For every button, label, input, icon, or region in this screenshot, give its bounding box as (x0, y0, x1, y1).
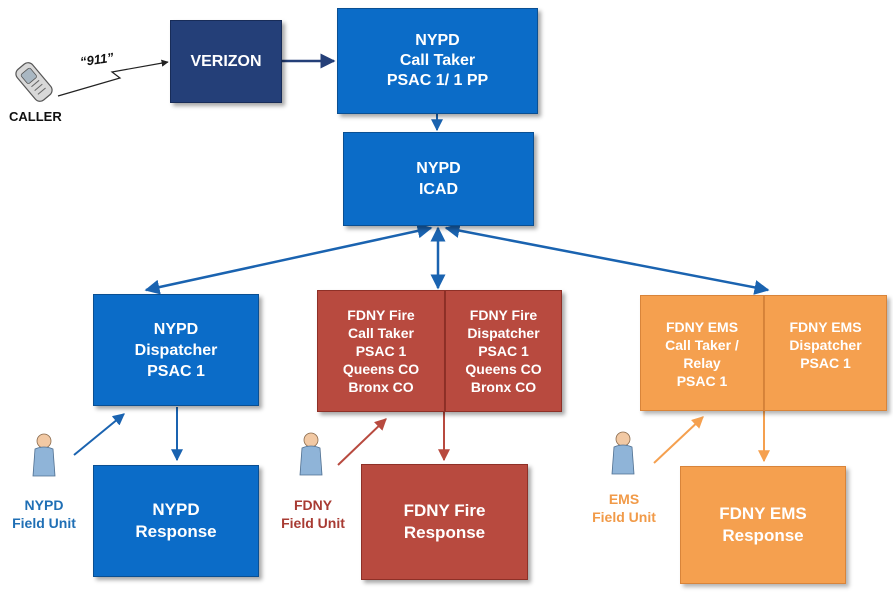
fdny-fire-call-taker-box: FDNY Fire Call Taker PSAC 1 Queens CO Br… (317, 290, 445, 412)
nypd-field-unit-connector (73, 413, 125, 456)
fdny-field-unit-label: FDNY Field Unit (281, 497, 345, 531)
caller-to-verizon-connector (57, 59, 169, 97)
fdny-field-unit-connector (337, 418, 387, 466)
fdny-ems-dispatcher-box: FDNY EMS Dispatcher PSAC 1 (764, 295, 887, 411)
fdny-ems-response-box: FDNY EMS Response (680, 466, 846, 584)
fdny-fire-dispatcher-box: FDNY Fire Dispatcher PSAC 1 Queens CO Br… (445, 290, 562, 412)
ems-field-unit-connector (653, 416, 704, 464)
icad-to-fdny-ems-connector (444, 223, 770, 295)
ems-field-unit-label: EMS Field Unit (592, 491, 656, 525)
fdny-fire-response-box: FDNY Fire Response (361, 464, 528, 580)
nypd-icad-box: NYPD ICAD (343, 132, 534, 226)
nypd-response-box: NYPD Response (93, 465, 259, 577)
verizon-box: VERIZON (170, 20, 282, 103)
caller-label: CALLER (9, 109, 62, 124)
nypd-dispatcher-box: NYPD Dispatcher PSAC 1 (93, 294, 259, 406)
nypd-field-unit-label: NYPD Field Unit (12, 497, 76, 531)
nypd-call-taker-box: NYPD Call Taker PSAC 1/ 1 PP (337, 8, 538, 114)
fdny-ems-call-taker-box: FDNY EMS Call Taker / Relay PSAC 1 (640, 295, 764, 411)
icad-to-nypd-dispatcher-connector (144, 223, 433, 295)
